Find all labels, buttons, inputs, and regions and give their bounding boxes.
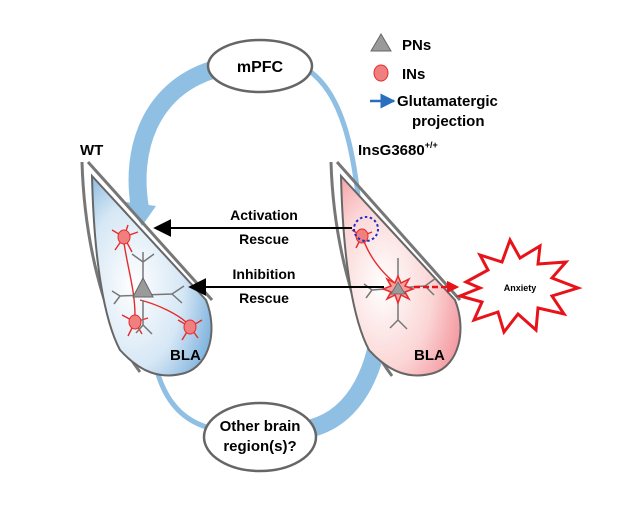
anxiety-label: Anxiety xyxy=(504,283,537,293)
activation-label: Activation xyxy=(230,207,298,223)
pyramidal-neuron-triangle xyxy=(390,281,406,295)
other-regions-line2: region(s)? xyxy=(223,438,296,455)
mutant-label: InsG3680+/+ xyxy=(358,140,438,159)
mpfc-label: mPFC xyxy=(237,59,284,76)
inhibition-label: Inhibition xyxy=(233,266,296,282)
legend-projection-line1: Glutamatergic xyxy=(397,93,498,110)
rescue-arrows: Activation Rescue Inhibition Rescue xyxy=(153,207,384,306)
mpfc-to-wt-arrowhead xyxy=(126,202,156,226)
inhibition-rescue-label: Rescue xyxy=(239,290,289,306)
anxiety-burst-icon xyxy=(455,236,583,336)
wt-interneurons xyxy=(111,224,203,341)
legend-pn-triangle-icon xyxy=(370,33,392,52)
legend-projection-line2: projection xyxy=(412,113,485,130)
mutant-bla: BLA xyxy=(329,161,462,377)
legend: PNs INs Glutamatergic projection xyxy=(370,33,498,130)
bla-left-label: BLA xyxy=(170,347,201,364)
wt-bla-outline-outer-2 xyxy=(86,160,214,302)
anxiety-output: Anxiety xyxy=(414,236,583,336)
pyramidal-neuron-triangle xyxy=(132,276,154,298)
legend-pns-label: PNs xyxy=(402,37,431,54)
interneuron-oval xyxy=(117,229,131,245)
mpfc-node: mPFC xyxy=(206,38,314,94)
mutant-label-main: InsG3680 xyxy=(358,142,425,159)
wt-pyramidal-dendrites xyxy=(111,252,185,335)
mutant-label-sup: +/+ xyxy=(425,140,438,150)
legend-ins-label: INs xyxy=(402,66,425,83)
mutant-bla-outline-outer-2 xyxy=(335,161,462,301)
wt-label: WT xyxy=(80,142,103,159)
mpfc-to-wt-projection xyxy=(128,61,216,210)
interneuron-oval xyxy=(355,228,369,244)
bla-right-label: BLA xyxy=(414,347,445,364)
legend-in-oval-icon xyxy=(373,64,389,82)
other-regions-line1: Other brain xyxy=(220,418,301,435)
interneuron-oval xyxy=(128,314,142,330)
mutant-bla-body xyxy=(339,173,462,377)
inactive-site-circle xyxy=(353,216,379,242)
interneuron-oval xyxy=(183,319,197,335)
wt-bla: BLA xyxy=(80,160,214,377)
other-regions-node: Other brain region(s)? xyxy=(202,401,318,473)
wt-bla-body xyxy=(90,173,213,377)
activation-rescue-label: Rescue xyxy=(239,231,289,247)
